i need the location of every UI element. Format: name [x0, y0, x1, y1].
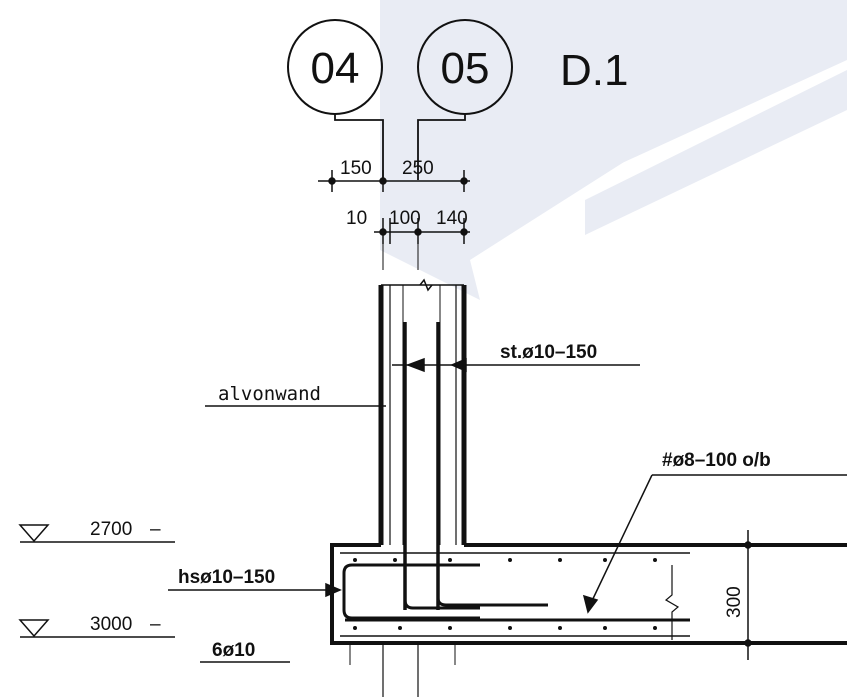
dimension-label: 10 — [346, 208, 367, 229]
concrete-footing — [330, 543, 847, 697]
grid-bubble-04: 04 — [287, 19, 383, 115]
level-suffix: – — [150, 519, 161, 540]
level-marker-3000 — [18, 619, 175, 638]
level-label: 3000 — [90, 614, 132, 635]
dimension-side — [735, 530, 762, 660]
dimension-chain-second — [374, 218, 470, 244]
level-marker-2700 — [18, 524, 175, 543]
stirrups-label: st.ø10–150 — [500, 342, 597, 363]
mesh-label: #ø8–100 o/b — [662, 450, 771, 471]
dimension-chain-top — [318, 170, 470, 192]
leader-mesh — [582, 474, 847, 614]
concrete-wall — [378, 244, 467, 610]
horizontal-bars-label: hsø10–150 — [178, 567, 275, 588]
level-suffix: – — [150, 614, 161, 635]
dimension-label-vertical: 300 — [724, 586, 745, 618]
dimension-label: 140 — [436, 208, 468, 229]
grid-bubble-label: 05 — [441, 44, 490, 93]
grid-bubble-label: 04 — [311, 44, 360, 93]
leader-horizontal-bars — [168, 582, 342, 598]
wall-label: alvonwand — [218, 383, 321, 405]
grid-bubble-05: 05 — [417, 19, 513, 115]
leader-stirrups — [392, 357, 640, 373]
grid-leaders — [334, 114, 466, 180]
watermark-logo — [380, 0, 847, 300]
dimension-label: 100 — [389, 208, 421, 229]
bottom-bars-label: 6ø10 — [212, 640, 255, 661]
level-label: 2700 — [90, 519, 132, 540]
detail-id: D.1 — [560, 46, 628, 95]
dimension-label: 250 — [402, 158, 434, 179]
dimension-label: 150 — [340, 158, 372, 179]
